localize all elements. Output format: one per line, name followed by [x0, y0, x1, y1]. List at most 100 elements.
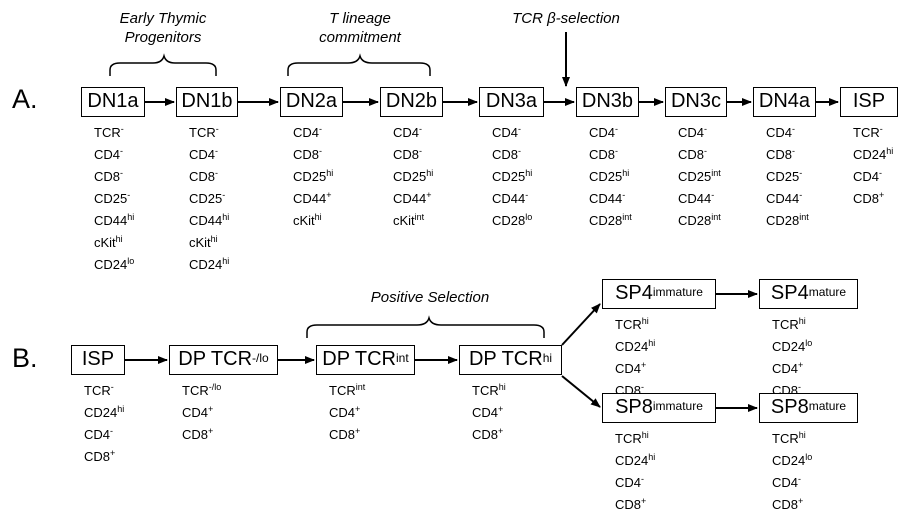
marker-name: CD4 [589, 125, 616, 140]
marker-dn4a-3: CD44- [766, 190, 802, 206]
marker-name: CD8 [472, 427, 499, 442]
marker-name: CD8 [189, 169, 216, 184]
early-thymic-line1: Early Thymic [119, 10, 207, 27]
stage-name: DN3a [485, 90, 538, 112]
marker-dn4a-0: CD4- [766, 124, 796, 140]
marker-level: hi [648, 338, 656, 348]
marker-level: - [615, 146, 619, 156]
marker-dn3b-4: CD28int [589, 212, 632, 228]
stage-name: DN1b [181, 90, 233, 112]
marker-level: - [704, 146, 708, 156]
marker-name: TCR [615, 431, 642, 446]
t-lineage-commitment-label: T lineage commitment [295, 9, 425, 47]
marker-name: CD8 [492, 147, 519, 162]
marker-isp-b-3: CD8+ [84, 448, 115, 464]
marker-name: CD4 [84, 427, 111, 442]
stage-box-dn1b: DN1b [176, 87, 238, 117]
marker-name: CD25 [589, 169, 623, 184]
marker-level: - [110, 382, 114, 392]
marker-name: CD25 [189, 191, 223, 206]
marker-level: + [498, 404, 504, 414]
brace-positive-selection [306, 315, 545, 338]
marker-level: - [641, 474, 645, 484]
marker-isp-b-2: CD4- [84, 426, 114, 442]
marker-dn1a-3: CD25- [94, 190, 130, 206]
stage-name: DN4a [758, 90, 811, 112]
marker-level: - [641, 382, 645, 392]
marker-isp-a-3: CD8+ [853, 190, 884, 206]
section-label-b: B. [12, 343, 38, 373]
marker-name: CD44 [189, 213, 223, 228]
stage-box-sp4-mature: SP4mature [759, 279, 858, 309]
marker-dn4a-4: CD28int [766, 212, 809, 228]
marker-level: hi [886, 146, 894, 156]
stage-box-dn3c: DN3c [665, 87, 727, 117]
marker-dn1b-1: CD4- [189, 146, 219, 162]
marker-level: - [215, 124, 219, 134]
marker-name: CD8 [615, 497, 642, 512]
marker-level: hi [798, 430, 806, 440]
marker-level: lo [805, 338, 813, 348]
marker-sp8-mature-0: TCRhi [772, 430, 806, 446]
marker-level: - [222, 190, 226, 200]
marker-name: CD4 [492, 125, 519, 140]
marker-level: hi [127, 212, 135, 222]
marker-name: TCR [84, 383, 111, 398]
marker-dn1b-2: CD8- [189, 168, 218, 184]
marker-level: int [711, 168, 721, 178]
marker-level: - [110, 426, 114, 436]
stage-name: DP TCR [322, 348, 397, 370]
marker-dn1a-6: CD24lo [94, 256, 134, 272]
marker-sp8-immature-0: TCRhi [615, 430, 649, 446]
stage-box-dp-tcr-int: DP TCRint [316, 345, 415, 375]
marker-name: CD28 [766, 213, 800, 228]
marker-dn1b-3: CD25- [189, 190, 226, 206]
marker-level: -/lo [208, 382, 222, 392]
marker-dn3c-4: CD28int [678, 212, 721, 228]
marker-level: + [798, 360, 804, 370]
marker-name: CD4 [189, 147, 216, 162]
marker-level: + [355, 426, 361, 436]
marker-dn3a-4: CD28lo [492, 212, 532, 228]
marker-level: - [798, 474, 802, 484]
arrow-dp-hi-sp4 [561, 303, 601, 346]
marker-level: + [326, 190, 332, 200]
stage-box-dn3b: DN3b [576, 87, 639, 117]
marker-name: CD8 [772, 497, 799, 512]
marker-dn1a-4: CD44hi [94, 212, 135, 228]
marker-isp-b-0: TCR- [84, 382, 114, 398]
stage-name: DP TCR [178, 348, 253, 370]
marker-name: CD8 [589, 147, 616, 162]
marker-name: TCR [772, 431, 799, 446]
marker-name: CD4 [772, 475, 799, 490]
stage-box-dn2a: DN2a [280, 87, 343, 117]
marker-name: TCR [772, 317, 799, 332]
marker-level: hi [648, 452, 656, 462]
marker-name: CD24 [615, 339, 649, 354]
marker-level: - [215, 146, 219, 156]
marker-dn1a-5: cKithi [94, 234, 123, 250]
marker-name: cKit [189, 235, 211, 250]
stage-name: DN3b [581, 90, 634, 112]
marker-name: CD44 [293, 191, 327, 206]
marker-level: - [792, 146, 796, 156]
marker-sp8-immature-3: CD8+ [615, 496, 647, 512]
marker-name: TCR [472, 383, 499, 398]
marker-name: cKit [94, 235, 116, 250]
marker-level: - [120, 168, 124, 178]
marker-dn2b-4: cKitint [393, 212, 424, 228]
marker-level: - [792, 124, 796, 134]
marker-sp4-immature-2: CD4+ [615, 360, 646, 376]
marker-level: + [641, 496, 647, 506]
marker-dn1b-4: CD44hi [189, 212, 229, 228]
marker-level: hi [641, 430, 649, 440]
marker-level: - [622, 190, 626, 200]
marker-name: CD4 [853, 169, 880, 184]
marker-name: CD8 [766, 147, 793, 162]
marker-name: CD4 [615, 361, 642, 376]
stage-box-isp-b: ISP [71, 345, 125, 375]
marker-level: hi [222, 256, 230, 266]
marker-name: CD4 [766, 125, 793, 140]
marker-level: - [518, 146, 522, 156]
marker-level: hi [641, 316, 649, 326]
